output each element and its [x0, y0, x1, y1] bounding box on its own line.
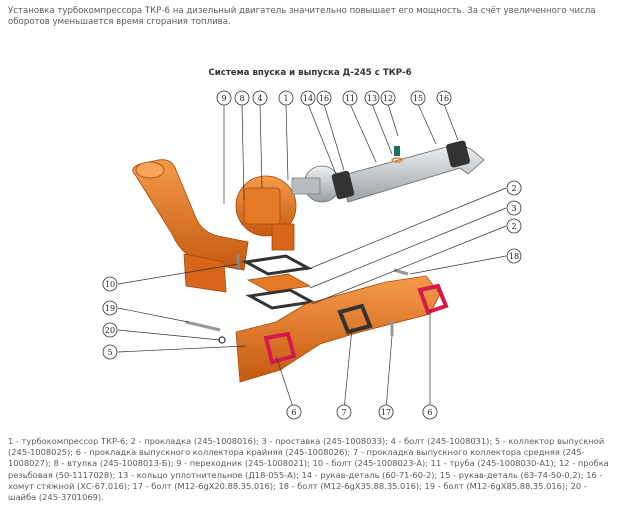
- callout-13: 13: [364, 90, 380, 106]
- callout-4: 4: [252, 90, 268, 106]
- diagram-title: Система впуска и выпуска Д-245 с ТКР-6: [208, 68, 412, 78]
- svg-text:11: 11: [345, 94, 355, 103]
- turbocharger: [235, 165, 341, 251]
- intake-pipe: [331, 140, 485, 203]
- svg-text:20: 20: [105, 326, 115, 335]
- parts-legend: 1 - турбокомпрессор ТКР-6; 2 - прокладка…: [8, 436, 609, 503]
- svg-text:6: 6: [427, 408, 432, 417]
- callout-9: 9: [216, 90, 232, 106]
- callout-7: 7: [336, 404, 352, 420]
- callout-1: 1: [278, 90, 294, 106]
- svg-text:1: 1: [283, 94, 288, 103]
- callout-8: 8: [234, 90, 250, 106]
- callout-16: 16: [436, 90, 452, 106]
- svg-text:18: 18: [509, 252, 519, 261]
- svg-text:10: 10: [105, 280, 115, 289]
- callout-17: 17: [378, 404, 394, 420]
- svg-text:13: 13: [367, 94, 377, 103]
- callout-3: 3: [506, 200, 522, 216]
- callout-5: 5: [102, 344, 118, 360]
- svg-text:17: 17: [381, 408, 391, 417]
- callout-19: 19: [102, 300, 118, 316]
- svg-text:15: 15: [413, 94, 423, 103]
- callout-15: 15: [410, 90, 426, 106]
- callout-20: 20: [102, 322, 118, 338]
- callout-14: 14: [300, 90, 316, 106]
- svg-text:16: 16: [319, 94, 329, 103]
- callout-6: 6: [422, 404, 438, 420]
- svg-text:9: 9: [221, 94, 226, 103]
- svg-text:2: 2: [511, 184, 516, 193]
- svg-text:2: 2: [511, 222, 516, 231]
- callout-10: 10: [102, 276, 118, 292]
- gasket-stack: [241, 254, 317, 310]
- svg-text:6: 6: [291, 408, 296, 417]
- bolts: [185, 254, 409, 344]
- svg-text:7: 7: [341, 408, 346, 417]
- svg-text:12: 12: [383, 94, 393, 103]
- callout-2: 2: [506, 218, 522, 234]
- svg-text:8: 8: [239, 94, 244, 103]
- callout-6: 6: [286, 404, 302, 420]
- callout-16: 16: [316, 90, 332, 106]
- callout-2: 2: [506, 180, 522, 196]
- callout-11: 11: [342, 90, 358, 106]
- svg-text:5: 5: [107, 348, 112, 357]
- svg-text:16: 16: [439, 94, 449, 103]
- leader-lines: [117, 103, 507, 411]
- intro-paragraph: Установка турбокомпрессора ТКР-6 на дизе…: [8, 6, 596, 27]
- svg-text:4: 4: [257, 94, 262, 103]
- callout-18: 18: [506, 248, 522, 264]
- svg-text:3: 3: [511, 204, 516, 213]
- callout-12: 12: [380, 90, 396, 106]
- svg-text:19: 19: [105, 304, 115, 313]
- svg-text:14: 14: [303, 94, 313, 103]
- exploded-diagram: 9 8 4 1 14 16 11 13 12 15 16 2 3 2 18 10…: [102, 90, 522, 420]
- exhaust-manifold: [235, 275, 449, 383]
- adapter-elbow: [132, 159, 249, 293]
